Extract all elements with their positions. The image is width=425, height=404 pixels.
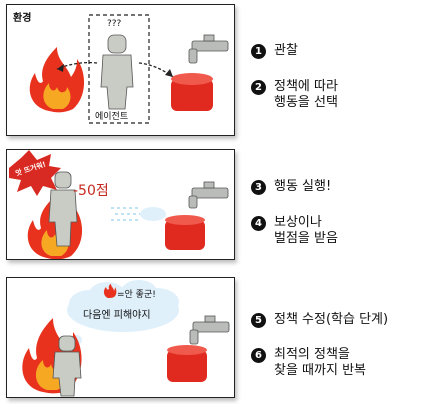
thought-line1: =안 좋군!: [117, 290, 156, 300]
step-number-badge: 3: [251, 180, 266, 195]
environment-label: 환경: [13, 13, 32, 24]
step-4: 4 보상이나 벌점을 받음: [251, 215, 338, 247]
pain-burst-icon: [9, 150, 61, 196]
question-text: ???: [107, 19, 122, 29]
step-2: 2 정책에 따라 행동을 선택: [251, 79, 338, 111]
faucet-icon: [188, 34, 229, 64]
step-number-badge: 1: [251, 44, 266, 59]
step-text: 정책 수정(학습 단계): [274, 312, 389, 327]
step-number-badge: 6: [251, 348, 266, 363]
reward-text: -50점: [73, 183, 109, 199]
fire-small-icon: [103, 284, 117, 298]
thought-line2: 다음엔 피해야지: [83, 310, 151, 321]
step-text: 정책에 따라 행동을 선택: [274, 79, 338, 110]
step-text: 최적의 정책을 찾을 때까지 반복: [274, 347, 366, 378]
water-splash: [140, 207, 166, 221]
red-box-icon: [167, 345, 207, 382]
faucet-icon: [188, 181, 229, 209]
agent-figure-icon: [52, 335, 82, 397]
agent-figure-icon: [100, 34, 134, 110]
step-text: 관찰: [274, 43, 298, 58]
panel-observe: 환경 ??? 에이전트: [6, 4, 235, 136]
panel-learn: =안 좋군! 다음엔 피해야지: [6, 277, 235, 398]
step-number-badge: 2: [251, 80, 266, 95]
panel-act: 앗 뜨거워! -50점: [6, 149, 235, 260]
agent-dashed-frame: [88, 14, 150, 124]
agent-figure-icon: [48, 171, 78, 247]
step-6: 6 최적의 정책을 찾을 때까지 반복: [251, 347, 366, 379]
water-spray-icon: [111, 207, 141, 221]
red-box-icon: [171, 73, 213, 111]
step-text: 행동 실행!: [274, 179, 332, 194]
faucet-icon: [189, 315, 230, 345]
step-text: 보상이나 벌점을 받음: [274, 215, 338, 246]
step-5: 5 정책 수정(학습 단계): [251, 312, 388, 328]
step-3: 3 행동 실행!: [251, 179, 331, 195]
step-number-badge: 4: [251, 216, 266, 231]
step-number-badge: 5: [251, 313, 266, 328]
agent-label: 에이전트: [95, 112, 129, 122]
panel3-scene: [22, 280, 230, 397]
fire-icon: [29, 47, 85, 113]
thought-cloud: [65, 280, 179, 354]
panel1-scene: [29, 14, 229, 124]
red-box-icon: [165, 215, 205, 250]
step-1: 1 관찰: [251, 43, 298, 59]
panel2-scene: [9, 150, 229, 259]
